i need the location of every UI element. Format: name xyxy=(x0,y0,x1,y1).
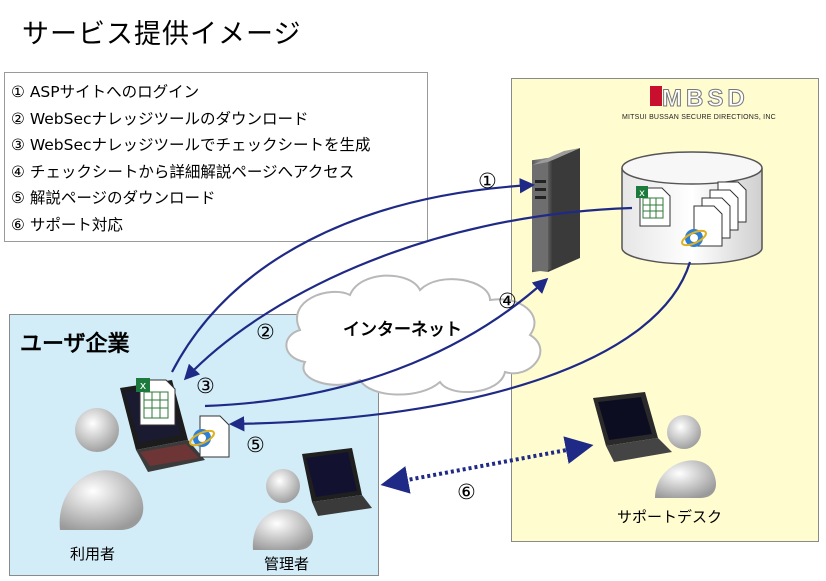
ie-icon xyxy=(189,429,215,447)
step-5: ⑤ 解説ページのダウンロード xyxy=(11,189,216,207)
admin-laptop-icon xyxy=(302,448,372,516)
support-laptop-icon xyxy=(593,392,672,462)
flow-number-5: ⑤ xyxy=(246,433,265,457)
svg-text:x: x xyxy=(140,379,147,392)
flow-number-2: ② xyxy=(256,320,275,344)
mbsd-logo: MBSD xyxy=(650,85,749,113)
flow-number-6: ⑥ xyxy=(457,480,476,504)
steps-legend: ① ASPサイトへのログイン ② WebSecナレッジツールのダウンロード ③ … xyxy=(4,72,428,242)
database-icon: x xyxy=(621,151,763,265)
admin-label: 管理者 xyxy=(264,555,310,573)
logo-text: MBSD xyxy=(662,85,749,112)
user-company-heading: ユーザ企業 xyxy=(20,332,130,357)
flow-number-1: ① xyxy=(478,169,497,193)
step-1: ① ASPサイトへのログイン xyxy=(11,83,200,101)
arrow-6 xyxy=(380,436,594,494)
excel-icon: x xyxy=(136,378,176,426)
step-4: ④ チェックシートから詳細解説ページへアクセス xyxy=(11,162,355,181)
excel-icon: x xyxy=(636,186,671,227)
cloud-icon xyxy=(285,274,542,396)
arrow-2 xyxy=(183,206,633,381)
support-person-icon xyxy=(655,415,716,498)
admin-person-icon xyxy=(252,469,314,550)
arrow-4 xyxy=(204,277,549,408)
arrow-5 xyxy=(228,261,692,432)
logo-subtitle: MITSUI BUSSAN SECURE DIRECTIONS, INC xyxy=(622,114,776,121)
ie-icon xyxy=(681,229,707,247)
document-icon xyxy=(199,415,230,458)
user-person-icon xyxy=(59,408,144,530)
support-desk-label: サポートデスク xyxy=(617,508,723,526)
flow-arrows xyxy=(171,178,692,432)
internet-label: インターネット xyxy=(343,320,462,340)
flow-number-4: ④ xyxy=(498,289,517,313)
page-title: サービス提供イメージ xyxy=(22,19,302,50)
step-2: ② WebSecナレッジツールのダウンロード xyxy=(11,109,309,128)
server-icon xyxy=(532,148,580,273)
arrow-1 xyxy=(171,178,536,373)
user-label: 利用者 xyxy=(70,545,116,563)
step-6: ⑥ サポート対応 xyxy=(11,215,123,234)
svg-text:x: x xyxy=(639,188,645,199)
step-3: ③ WebSecナレッジツールでチェックシートを生成 xyxy=(11,136,371,154)
flow-number-3: ③ xyxy=(196,374,215,398)
